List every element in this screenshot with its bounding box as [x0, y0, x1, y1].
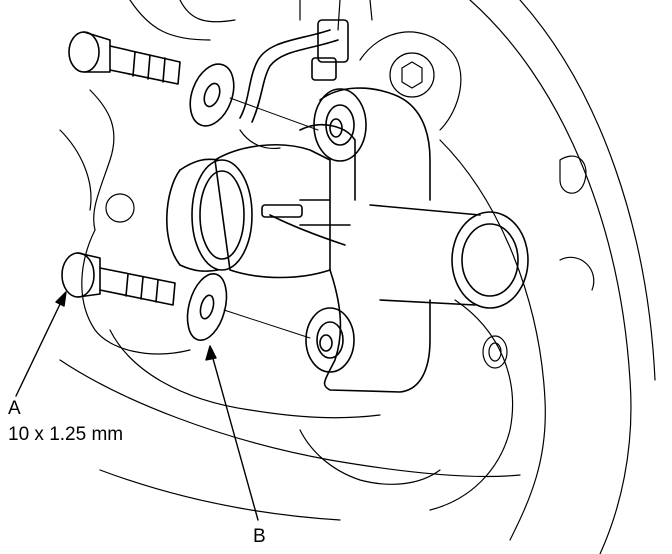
leader-line-b [205, 345, 259, 521]
brake-hose [239, 19, 349, 123]
callout-a-spec: 10 x 1.25 mm [8, 424, 124, 445]
guide-pin-boss-lower [305, 307, 355, 373]
flange-bolt-a [61, 252, 176, 306]
steering-knuckle [59, 0, 521, 521]
caliper-body [166, 87, 431, 393]
washer-b [186, 273, 228, 341]
guide-pin-boss-upper [313, 88, 367, 162]
callout-a-letter: A [8, 398, 21, 419]
callout-b-letter: B [253, 526, 266, 547]
centerlines [223, 97, 319, 339]
leader-line-a [15, 291, 67, 397]
caliper-cylinder [369, 204, 529, 309]
brake-disc [429, 0, 656, 554]
upper-washer [189, 63, 235, 127]
upper-flange-bolt [68, 31, 181, 85]
